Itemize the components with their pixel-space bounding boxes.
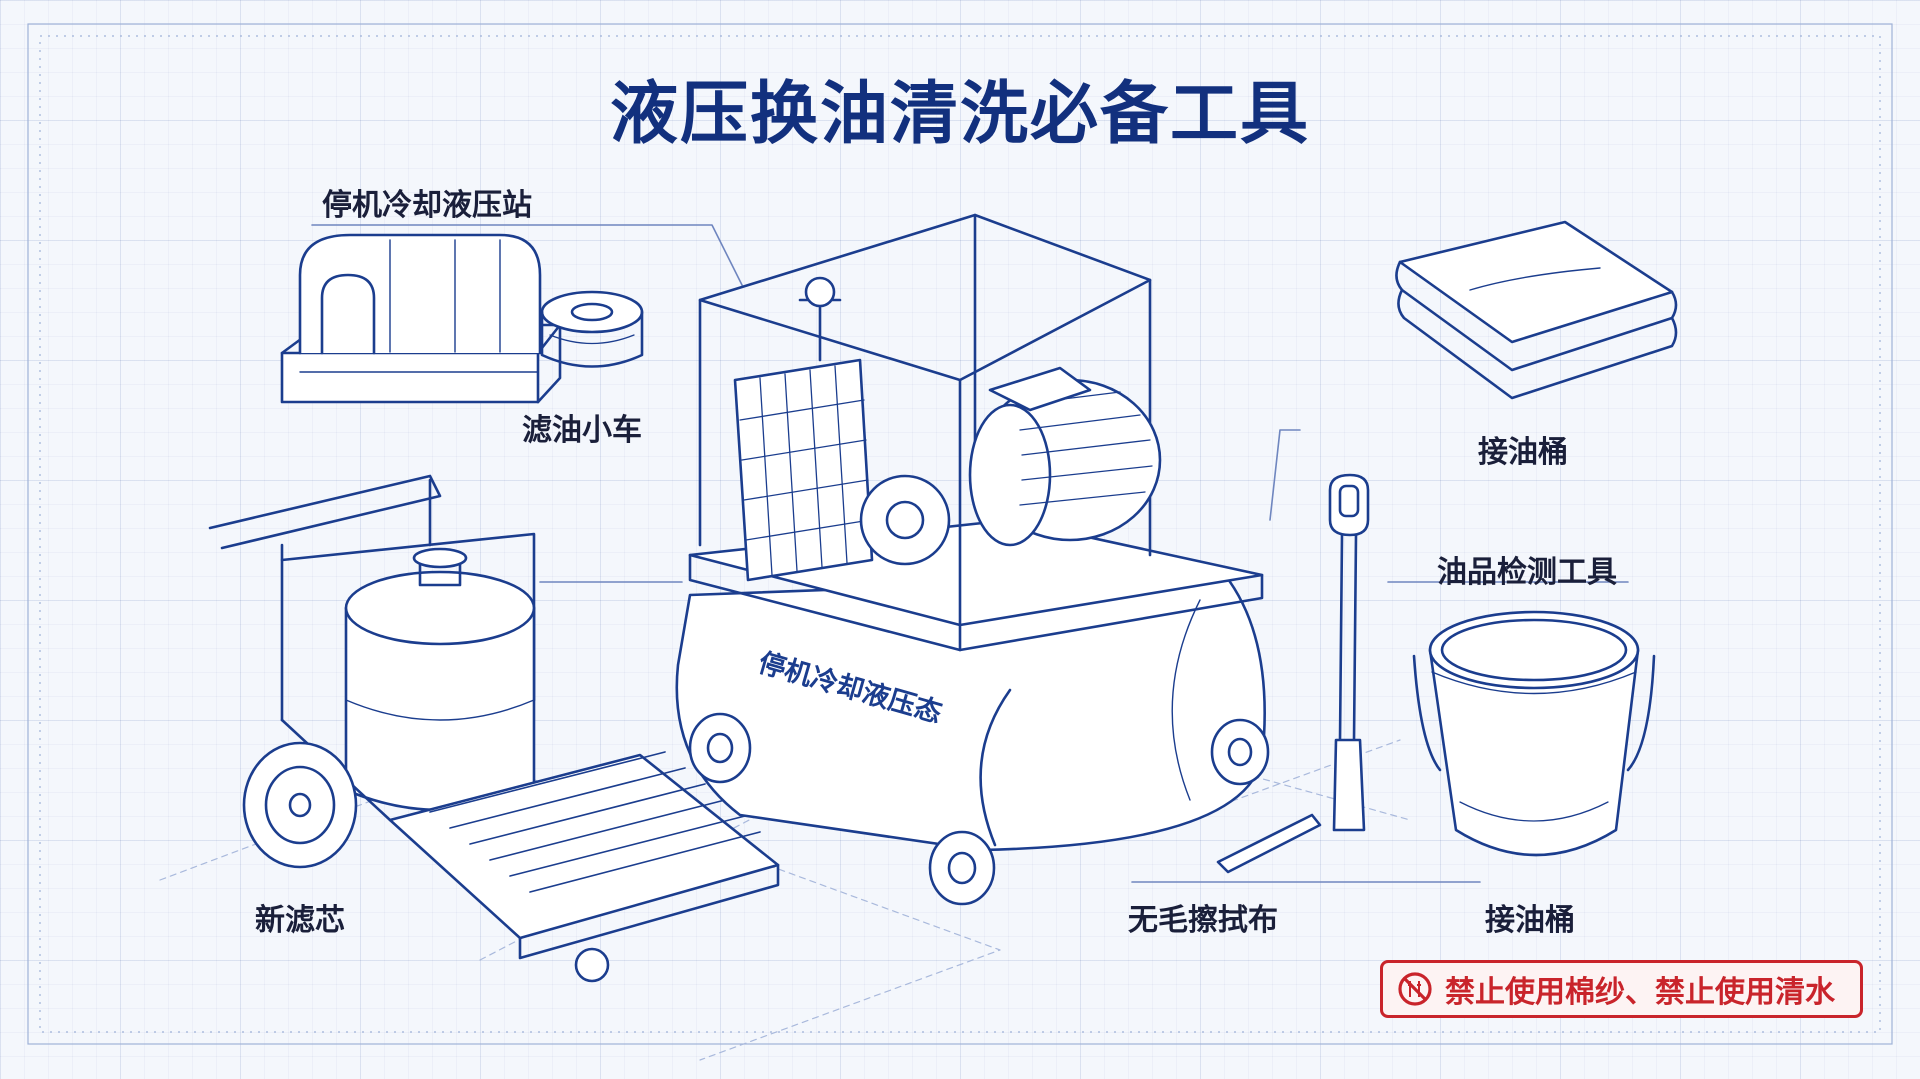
label-lint-free-cloth: 无毛擦拭布: [1128, 895, 1278, 939]
label-station-top: 停机冷却液压站: [322, 180, 532, 224]
hydraulic-unit-machine: [677, 215, 1268, 904]
cloth-stack-icon: [1396, 222, 1676, 398]
warning-banner: 禁止使用棉纱、禁止使用清水: [1380, 960, 1863, 1018]
warning-text: 禁止使用棉纱、禁止使用清水: [1445, 967, 1835, 1011]
label-new-filter: 新滤芯: [255, 895, 345, 939]
label-filter-cart: 滤油小车: [522, 405, 642, 449]
hydraulic-station-icon: [282, 235, 560, 402]
label-oil-bucket-top: 接油桶: [1478, 427, 1568, 471]
label-oil-test-tool: 油品检测工具: [1437, 547, 1617, 591]
prohibited-icon: [1397, 971, 1433, 1007]
page-title: 液压换油清洗必备工具: [0, 58, 1920, 157]
label-oil-bucket-bottom: 接油桶: [1485, 895, 1575, 939]
oil-bucket-icon: [1414, 612, 1654, 855]
